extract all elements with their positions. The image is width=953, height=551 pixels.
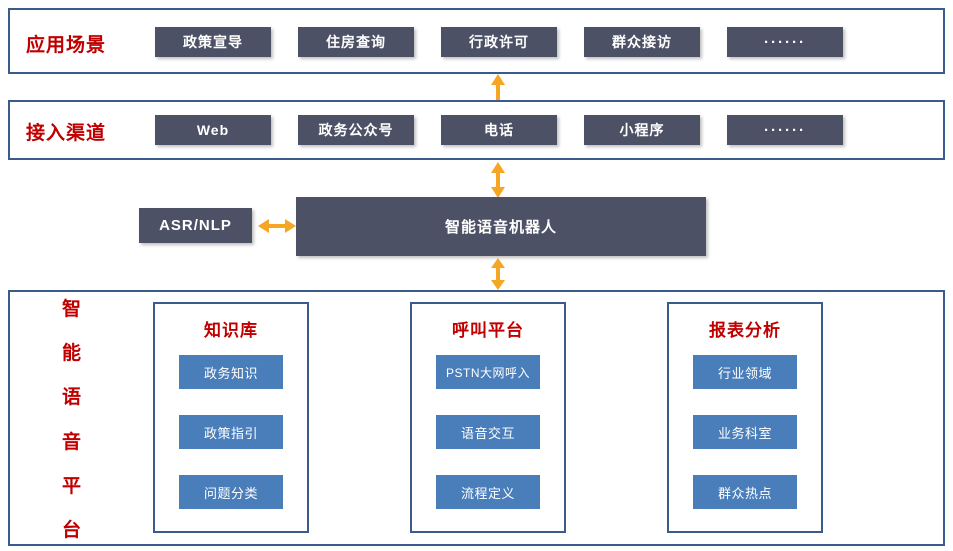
chip-web[interactable]: Web xyxy=(155,115,271,145)
arrow-asr-to-robot xyxy=(258,217,296,235)
voice-platform-caption: 智 能 语 音 平 台 xyxy=(52,300,92,540)
panel-knowledge-base: 知识库 政务知识 政策指引 问题分类 xyxy=(153,302,309,533)
item-flow-definition[interactable]: 流程定义 xyxy=(436,475,540,509)
panel-report-analysis-items: 行业领域 业务科室 群众热点 xyxy=(693,355,797,509)
panel-call-platform-items: PSTN大网呼入 语音交互 流程定义 xyxy=(436,355,540,509)
item-question-classification[interactable]: 问题分类 xyxy=(179,475,283,509)
panel-knowledge-base-title: 知识库 xyxy=(204,321,258,340)
chip-mini-program[interactable]: 小程序 xyxy=(584,115,700,145)
item-business-department[interactable]: 业务科室 xyxy=(693,415,797,449)
panel-report-analysis-title: 报表分析 xyxy=(709,321,781,340)
chip-administrative-license[interactable]: 行政许可 xyxy=(441,27,557,57)
panel-report-analysis: 报表分析 行业领域 业务科室 群众热点 xyxy=(667,302,823,533)
access-channels-caption: 接入渠道 xyxy=(26,123,107,144)
platform-caption-char-3: 语 xyxy=(61,387,82,409)
asr-nlp-box[interactable]: ASR/NLP xyxy=(139,208,252,243)
arrow-robot-to-channel xyxy=(489,162,507,198)
item-government-knowledge[interactable]: 政务知识 xyxy=(179,355,283,389)
panel-call-platform-title: 呼叫平台 xyxy=(452,321,524,340)
platform-caption-char-1: 智 xyxy=(61,299,82,320)
arrow-robot-to-platform xyxy=(489,258,507,290)
chip-telephone[interactable]: 电话 xyxy=(441,115,557,145)
item-public-hotspot[interactable]: 群众热点 xyxy=(693,475,797,509)
item-industry-domain[interactable]: 行业领域 xyxy=(693,355,797,389)
chip-policy-promotion[interactable]: 政策宣导 xyxy=(155,27,271,57)
voice-robot-box[interactable]: 智能语音机器人 xyxy=(296,197,706,256)
application-scenarios-caption: 应用场景 xyxy=(26,35,107,56)
chip-application-more[interactable]: ······ xyxy=(727,27,843,57)
platform-caption-char-5: 平 xyxy=(61,475,82,497)
platform-caption-char-4: 音 xyxy=(61,431,82,453)
platform-caption-char-6: 台 xyxy=(61,519,82,541)
platform-caption-char-2: 能 xyxy=(61,343,82,365)
chip-channel-more[interactable]: ······ xyxy=(727,115,843,145)
item-voice-interaction[interactable]: 语音交互 xyxy=(436,415,540,449)
arrow-channel-to-application xyxy=(489,74,507,100)
item-policy-guidance[interactable]: 政策指引 xyxy=(179,415,283,449)
panel-knowledge-base-items: 政务知识 政策指引 问题分类 xyxy=(179,355,283,509)
item-pstn-inbound[interactable]: PSTN大网呼入 xyxy=(436,355,540,389)
chip-housing-inquiry[interactable]: 住房查询 xyxy=(298,27,414,57)
panel-call-platform: 呼叫平台 PSTN大网呼入 语音交互 流程定义 xyxy=(410,302,566,533)
chip-government-official-account[interactable]: 政务公众号 xyxy=(298,115,414,145)
chip-public-reception[interactable]: 群众接访 xyxy=(584,27,700,57)
